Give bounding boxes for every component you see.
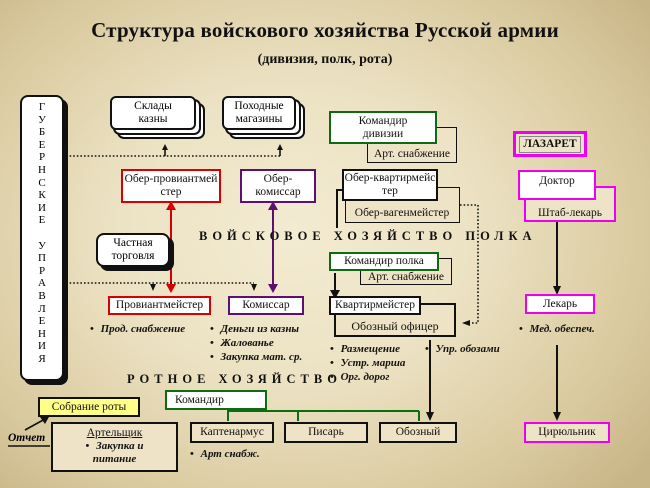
provincial-letter: С [38,176,46,189]
duty-item: Размещение [330,342,405,356]
chief-quartermaster-label: Обер-квартирмейстер [344,172,436,197]
captenarmus-duties: Арт снабж. [190,447,260,461]
provisioner-duties: Прод. снабжение [90,322,186,336]
duty-item: Арт снабж. [190,447,260,461]
chief-commissary-label: Обер-комиссар [255,173,301,198]
provincial-letter: Я [38,352,46,365]
provincial-letter: К [38,189,46,202]
regiment-commander-label: Командир полка [344,255,424,267]
chief-commissary-box: Обер-комиссар [240,169,316,203]
duty-item: Прод. снабжение [90,322,186,336]
duty-item: Жалованье [210,336,302,350]
company-assembly-box: Собрание роты [38,397,140,417]
provincial-letter: Б [38,126,46,139]
provincial-letter: Г [38,101,46,113]
page-title: Структура войскового хозяйства Русской а… [91,18,559,42]
provincial-letter: И [38,340,46,353]
chief-quartermaster-box: Обер-квартирмейстер [342,169,438,201]
duty-item: Мед. обеспеч. [519,322,595,336]
physician-label: Лекарь [542,297,578,310]
field-stores-box: Походные магазины [222,96,296,130]
regiment-commander-box: Командир полка [329,252,439,271]
artelshchik-label: Артельщик [86,427,143,439]
physician-box: Лекарь [525,294,595,314]
company-assembly-label: Собрание роты [51,400,127,413]
provincial-letter: У [38,113,46,126]
field-stores-label: Походные магазины [234,100,284,125]
train-officer-duties: Упр. обозами [425,342,500,356]
provincial-letter: А [38,277,46,290]
duty-item: Деньги из казны [210,322,302,336]
commissary-label: Комиссар [242,299,290,311]
train-officer-label: Обозный офицер [351,318,439,333]
wagoner-label: Обозный [395,426,441,438]
commissary-duties: Деньги из казны Жалованье Закупка мат. с… [210,322,303,364]
division-commander-box: Командир дивизии [329,111,437,144]
private-trade-label: Частная торговля [111,237,155,262]
division-commander-label: Командир дивизии [358,114,408,140]
company-commander-label: Командир [175,393,224,406]
private-trade-box: Частная торговля [96,233,170,267]
hospital-label: ЛАЗАРЕТ [519,135,581,153]
captenarmus-label: Каптенармус [200,426,264,438]
artelshchik-duties: Закупка и питание [75,440,155,466]
clerk-label: Писарь [308,426,344,438]
regiment-section-label: ВОЙСКОВОЕ ХОЗЯЙСТВО ПОЛКА [199,229,537,243]
provincial-letter: Н [38,327,46,340]
quartermaster-box: Квартирмейстер [329,296,421,315]
provincial-letter: У [38,239,46,252]
provincial-letter: Р [38,264,46,277]
quartermaster-duties: Размещение Устр. марша Орг. дорог [330,342,406,384]
duty-item: Закупка и питание [75,440,155,466]
duty-item: Орг. дорог [330,370,405,384]
duty-item: Упр. обозами [425,342,500,356]
provincial-letter: В [38,289,46,302]
provincial-letter: Е [38,315,46,328]
provincial-letter: Е [38,214,46,227]
provisioner-box: Провиантмейстер [108,296,211,315]
provincial-letter [41,227,44,240]
page-subtitle: (дивизия, полк, рота) [257,52,393,67]
provincial-letter: Р [38,151,46,164]
chief-provisioner-label: Обер-провиантмейстер [124,173,218,198]
barber-box: Цирюльник [524,422,610,443]
doctor-label: Доктор [539,175,575,187]
regiment-artillery-label: Арт. снабжение [367,271,445,283]
chief-wagonmaster-label: Обер-вагенмейстер [354,207,450,219]
doctor-box: Доктор [518,170,596,200]
hospital-box: ЛАЗАРЕТ [513,131,587,157]
barber-label: Цирюльник [538,426,596,438]
physician-duties: Мед. обеспеч. [519,322,595,336]
duty-item: Закупка мат. ср. [210,350,303,364]
provincial-letter: И [38,201,46,214]
provincial-letter: П [38,252,46,265]
provisioner-label: Провиантмейстер [115,299,204,311]
treasury-warehouses-box: Склады казны [110,96,196,130]
staff-physician-label: Штаб-лекарь [538,206,602,219]
company-commander-box: Командир [165,390,267,410]
artelshchik-box: Артельщик Закупка и питание [51,422,178,472]
commissary-box: Комиссар [228,296,304,315]
provincial-letter: Н [38,163,46,176]
duty-item: Устр. марша [330,356,406,370]
captenarmus-box: Каптенармус [190,422,274,443]
treasury-warehouses-label: Склады казны [134,100,172,125]
provincial-letter: Л [38,302,46,315]
clerk-box: Писарь [284,422,368,443]
wagoner-box: Обозный [379,422,457,443]
report-label: Отчет [8,432,46,444]
division-artillery-label: Арт. снабжение [373,147,451,160]
provincial-letter: Е [38,138,46,151]
company-section-label: РОТНОЕ ХОЗЯЙСТВО [127,372,342,386]
chief-provisioner-box: Обер-провиантмейстер [121,169,221,203]
quartermaster-label: Квартирмейстер [335,299,415,311]
